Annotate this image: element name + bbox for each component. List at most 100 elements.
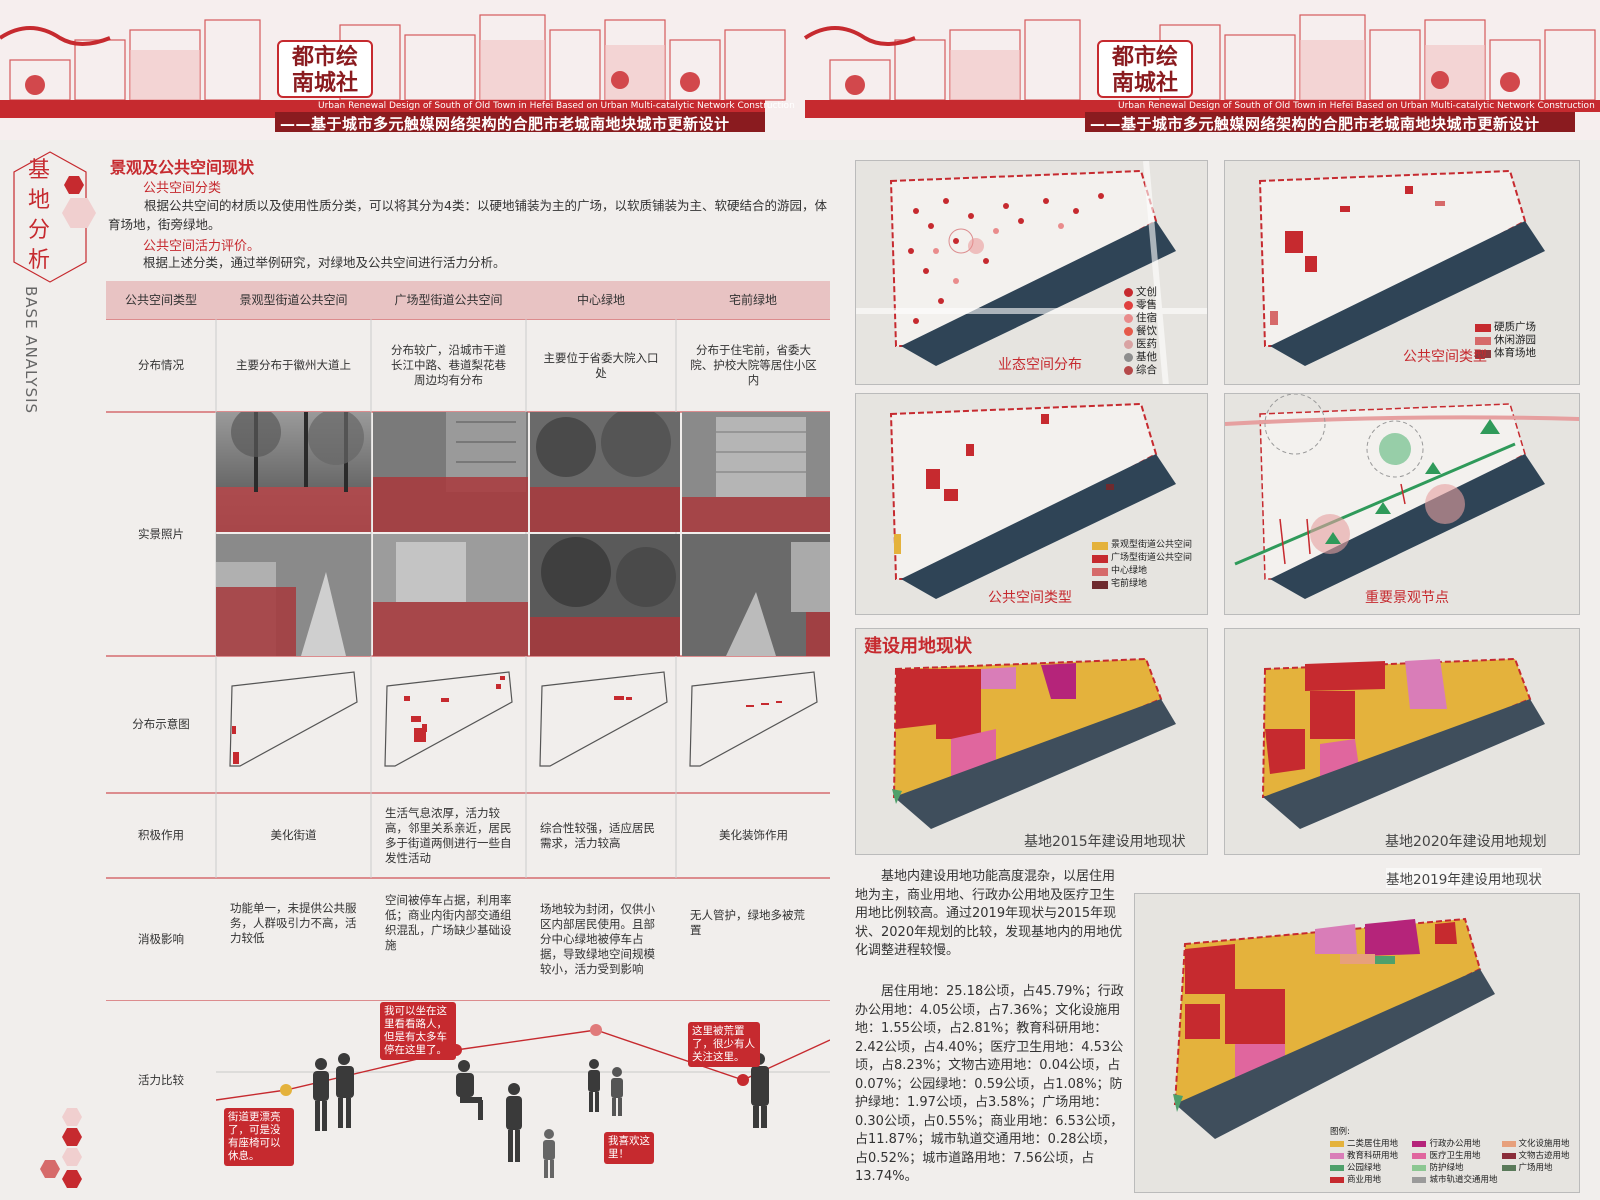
row-label: 分布示意图 [132, 717, 190, 731]
legend-item: 公园绿地 [1330, 1162, 1408, 1174]
subtitle-cn: ——基于城市多元触媒网络架构的合肥市老城南地块城市更新设计 [280, 115, 730, 133]
side-title-en: BASE ANALYSIS [22, 286, 40, 415]
hex-decoration [62, 1170, 82, 1188]
table-cell: 美化街道 [270, 828, 317, 842]
legend-item: 中心绿地 [1092, 565, 1192, 578]
map-public-space-type-2: 景观型街道公共空间 广场型街道公共空间 中心绿地 宅前绿地 公共空间类型 [855, 393, 1208, 615]
side-title-char-1: 基 [27, 158, 50, 183]
legend-item: 城市轨道交通用地 [1412, 1174, 1498, 1186]
legend-item: 硬质广场 [1475, 321, 1536, 334]
hex-decoration [62, 1108, 82, 1126]
sub-heading-1: 公共空间分类 [143, 181, 222, 196]
table-cell: 主要位于省委大院入口处 [543, 350, 659, 380]
logo-line2: 南城社 [291, 71, 358, 96]
legend-item: 商业用地 [1330, 1174, 1408, 1186]
map-land-use-2020: 基地2020年建设用地规划 [1224, 628, 1580, 855]
map-public-space-type-1: 硬质广场 休闲游园 体育场地 公共空间类型 [1224, 160, 1580, 385]
legend-item: 休闲游园 [1475, 334, 1536, 347]
map-label: 基地2020年建设用地规划 [1385, 834, 1547, 850]
legend-item: 医药 [1124, 338, 1157, 351]
section-heading: 景观及公共空间现状 [110, 158, 255, 177]
legend-item: 行政办公用地 [1412, 1138, 1497, 1150]
photo-central-green-2 [530, 534, 680, 656]
map-label: 公共空间类型 [1403, 349, 1487, 365]
subtitle-en: Urban Renewal Design of South of Old Tow… [318, 101, 795, 111]
legend-item: 体育场地 [1475, 347, 1536, 360]
side-title-frame [13, 151, 87, 283]
people-silhouettes [313, 1053, 769, 1178]
table-cell: 美化装饰作用 [719, 828, 788, 842]
table-cell: 分布较广，沿城市干道长江中路、巷道梨花巷周边均有分布 [391, 343, 506, 387]
legend-land-use: 图例: 二类居住用地 行政办公用地 文化设施用地 教育科研用地 医疗卫生用地 文… [1330, 1126, 1579, 1186]
legend-item: 住宿 [1124, 312, 1157, 325]
hex-decoration [64, 176, 84, 194]
logo-right: 都市绘 南城社 [1097, 40, 1193, 98]
side-title-char-2: 地 [27, 188, 50, 213]
photo-front-yard-1 [682, 412, 830, 532]
photo-plaza-street-2 [373, 534, 528, 656]
table-cell: 分布于住宅前，省委大院、护校大院等居住小区内 [690, 343, 817, 387]
table-cell: 无人管护，绿地多被荒置 [690, 908, 805, 937]
logo: 都市绘 南城社 [277, 40, 373, 98]
map-landscape-nodes: 重要景观节点 [1224, 393, 1580, 615]
sub-heading-2: 公共空间活力评价。 [143, 239, 261, 254]
subtitle-cn-right: ——基于城市多元触媒网络架构的合肥市老城南地块城市更新设计 [1090, 115, 1540, 133]
legend-item: 教育科研用地 [1330, 1150, 1408, 1162]
speech-bubble: 街道更漂亮了，可是没有座椅可以休息。 [224, 1108, 294, 1166]
table-cell: 生活气息浓厚，活力较高，邻里关系亲近，居民多于街道两侧进行一些自发性活动 [385, 805, 512, 865]
table-cell: 场地较为封闭，仅供小区内部居民使用。且部分中心绿地被停车占据，导致绿地空间规模较… [540, 902, 655, 976]
photo-scenery-street-1 [216, 412, 371, 532]
site-outline [384, 671, 513, 767]
legend-item: 防护绿地 [1412, 1162, 1497, 1174]
side-title-char-3: 分 [27, 218, 50, 243]
public-space-table: 公共空间类型 景观型街道公共空间 广场型街道公共空间 中心绿地 宅前绿地 分布情… [106, 281, 830, 1001]
row-label: 消极影响 [138, 932, 184, 946]
legend-item: 基他 [1124, 351, 1157, 364]
hex-decoration [62, 1148, 82, 1166]
row-label: 活力比较 [138, 1072, 184, 1087]
legend-public-space-2: 景观型街道公共空间 广场型街道公共空间 中心绿地 宅前绿地 [1092, 539, 1192, 591]
legend-item: 餐饮 [1124, 325, 1157, 338]
row-label: 积极作用 [138, 828, 184, 842]
table-cell: 空间被停车占据，利用率低；商业内街内部交通组织混乱，广场缺少基础设施 [385, 893, 512, 952]
photo-scenery-street-2 [216, 534, 371, 656]
logo-line1: 都市绘 [1111, 45, 1178, 70]
legend-business: 文创 零售 住宿 餐饮 医药 基他 综合 [1124, 286, 1157, 377]
logo-line1: 都市绘 [291, 45, 358, 70]
vitality-chart [216, 1024, 830, 1178]
table-header: 广场型街道公共空间 [371, 281, 526, 319]
land-use-paragraph-2: 居住用地：25.18公顷，占45.79%；行政办公用地：4.05公顷，占7.36… [855, 984, 1124, 1184]
banner: 都市绘 南城社 都市绘 南城社 Urban Renewal Design of … [0, 0, 1600, 140]
subtitle-en-right: Urban Renewal Design of South of Old Tow… [1118, 101, 1595, 111]
hex-decoration [62, 1128, 82, 1146]
map-land-use-2015: 基地2015年建设用地现状 [855, 628, 1208, 855]
site-outline [689, 671, 818, 767]
legend-item: 宅前绿地 [1092, 578, 1192, 591]
legend-item: 综合 [1124, 364, 1157, 377]
map-land-use-2019: 图例: 二类居住用地 行政办公用地 文化设施用地 教育科研用地 医疗卫生用地 文… [1134, 893, 1580, 1193]
legend-public-space: 硬质广场 休闲游园 体育场地 [1475, 321, 1536, 360]
legend-title: 图例: [1330, 1127, 1350, 1137]
legend-item: 零售 [1124, 299, 1157, 312]
legend-item: 医疗卫生用地 [1412, 1150, 1497, 1162]
row-label: 分布情况 [138, 358, 184, 372]
vitality-point-4 [737, 1074, 749, 1086]
photo-central-green-1 [530, 412, 680, 532]
map-label: 公共空间类型 [988, 590, 1072, 606]
distribution-schematics [229, 671, 818, 767]
legend-item: 二类居住用地 [1330, 1138, 1408, 1150]
legend-item: 广场型街道公共空间 [1092, 552, 1192, 565]
table-cell: 主要分布于徽州大道上 [236, 358, 351, 372]
table-cell: 功能单一，未提供公共服务，人群吸引力不高，活力较低 [230, 900, 357, 945]
speech-bubble: 我可以坐在这里看看路人，但是有太多车停在这里了。 [380, 1002, 456, 1060]
photo-grid [216, 412, 830, 656]
table-header: 景观型街道公共空间 [216, 281, 371, 319]
map-label: 业态空间分布 [998, 357, 1082, 373]
legend-item: 文创 [1124, 286, 1157, 299]
land-use-paragraph-1: 基地内建设用地功能高度混杂，以居住用地为主，商业用地、行政办公用地及医疗卫生用地… [855, 869, 1123, 958]
site-outline [539, 671, 668, 767]
legend-item: 景观型街道公共空间 [1092, 539, 1192, 552]
vitality-point-1 [280, 1084, 292, 1096]
site-outline [229, 671, 358, 767]
logo-line2: 南城社 [1111, 71, 1178, 96]
